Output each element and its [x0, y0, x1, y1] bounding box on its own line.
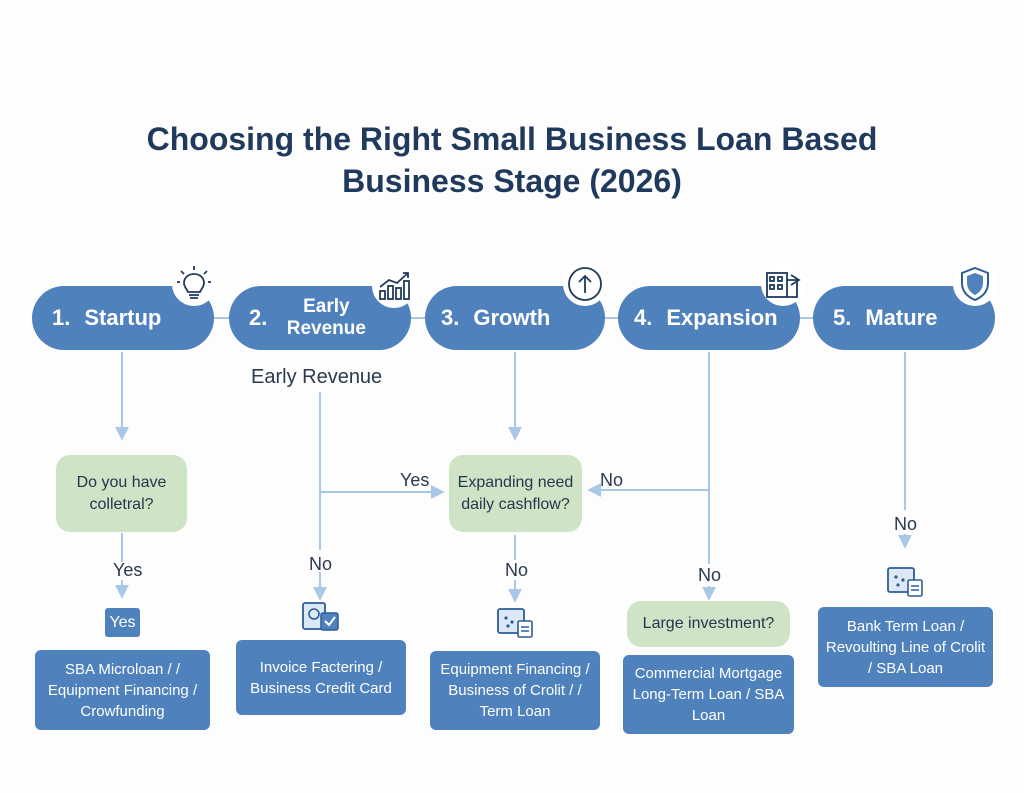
edge-label-expansion-no-left: No — [600, 470, 624, 490]
equipment-document-icon — [497, 608, 533, 638]
growth-chart-icon — [372, 264, 416, 308]
yes-tag: Yes — [105, 608, 140, 637]
stage-number: 2. — [249, 305, 268, 330]
edge-label-expansion-no: No — [698, 565, 722, 585]
stage-label: Early Revenue — [286, 296, 366, 339]
lightbulb-icon — [172, 262, 216, 306]
early-revenue-sublabel: Early Revenue — [251, 366, 383, 388]
edge-label-early-yes: Yes — [400, 470, 430, 490]
outcome-growth: Equipment Financing / Business of Crolit… — [430, 651, 600, 730]
diagram-title-line-2: Business Stage (2026) — [342, 163, 682, 199]
edge-label-growth-no: No — [505, 560, 529, 580]
decision-cashflow: Expanding need daily cashflow? — [449, 455, 582, 532]
outcome-early-revenue: Invoice Factering / Business Credit Card — [236, 640, 406, 715]
up-arrow-circle-icon — [563, 262, 607, 306]
invoice-document-icon — [302, 602, 339, 631]
stage-label: Expansion — [666, 305, 778, 330]
bank-document-icon — [887, 567, 923, 597]
stage-label: Startup — [84, 305, 162, 330]
stage-number: 1. — [52, 305, 71, 330]
stage-number: 4. — [634, 305, 653, 330]
outcome-startup: SBA Microloan / / Equipment Financing / … — [35, 650, 210, 730]
outcome-expansion: Commercial Mortgage Long-Term Loan / SBA… — [623, 655, 794, 734]
decision-collateral: Do you have colletral? — [56, 455, 187, 532]
decision-large-investment: Large investment? — [627, 601, 790, 647]
building-icon — [761, 262, 805, 306]
shield-icon — [953, 262, 997, 306]
stage-number: 5. — [833, 305, 852, 330]
diagram-title-line-1: Choosing the Right Small Business Loan B… — [146, 121, 878, 157]
edge-label-startup-yes: Yes — [113, 560, 143, 580]
edge-label-early-no: No — [309, 554, 333, 574]
stage-label: Mature — [865, 305, 938, 330]
edge-label-mature-no: No — [894, 514, 918, 534]
outcome-mature: Bank Term Loan / Revoulting Line of Crol… — [818, 607, 993, 687]
stage-number: 3. — [441, 305, 460, 330]
stage-label: Growth — [473, 305, 551, 330]
